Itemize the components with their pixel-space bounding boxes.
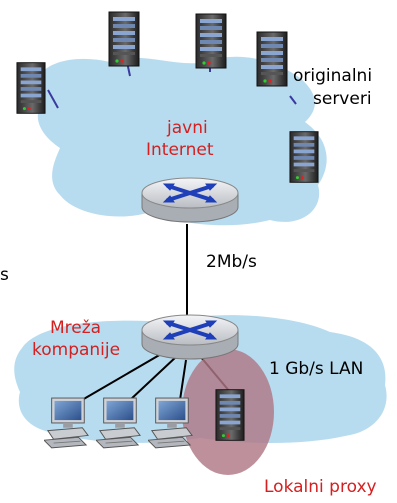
company-label-line2: kompanije (32, 340, 121, 360)
lan-link-1 (81, 349, 169, 401)
internet-cloud (36, 56, 327, 226)
origin-servers-label-line1: originalni (293, 66, 373, 86)
server-icon (289, 131, 319, 183)
proxy-server-icon (215, 389, 245, 441)
proxy-label: Lokalni proxy (264, 477, 377, 497)
company-label-line1: Mreža (50, 318, 102, 338)
stray-left-label: s (0, 265, 9, 285)
server-icon (256, 31, 288, 87)
lan-label: 1 Gb/s LAN (269, 359, 364, 379)
origin-servers-label-line2: serveri (313, 89, 372, 109)
server-icon (108, 11, 140, 67)
access-link-label: 2Mb/s (206, 252, 257, 272)
lan-link-2 (129, 355, 178, 401)
company-router-icon (142, 315, 238, 359)
internet-label-line1: javni (167, 118, 208, 138)
internet-router-icon (142, 178, 238, 222)
lan-link-3 (179, 359, 187, 401)
server-icon (195, 13, 227, 69)
server-icon (16, 62, 46, 114)
internet-label-line2: Internet (146, 140, 214, 160)
